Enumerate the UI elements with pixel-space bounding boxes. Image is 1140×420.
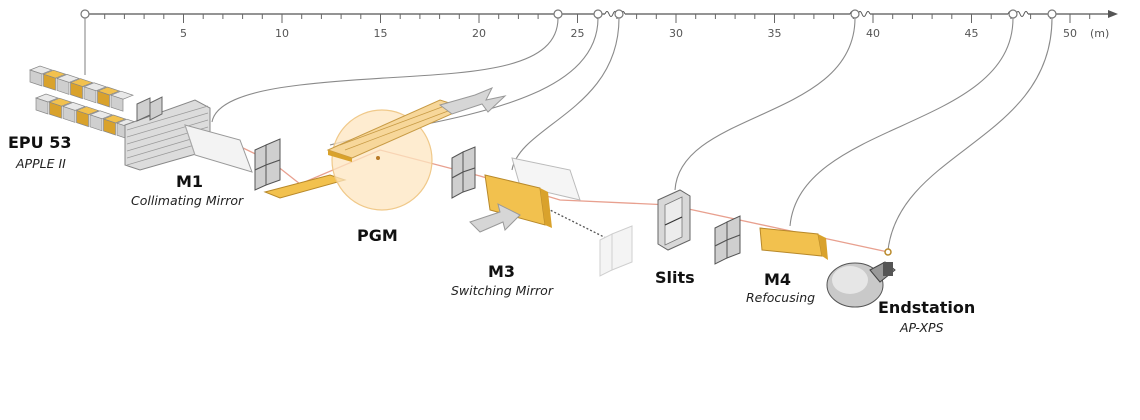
pgm-translation-arrow-icon — [438, 87, 507, 115]
m1-sublabel: Collimating Mirror — [131, 193, 244, 208]
marker-slits — [850, 9, 860, 19]
axis-arrow-icon — [1108, 10, 1118, 18]
epu-magnet-block — [42, 69, 67, 91]
axis-tick-label: 50 — [1063, 27, 1077, 40]
m1-label: M1 — [176, 172, 204, 191]
endstation-label: Endstation — [878, 298, 976, 317]
epu-magnet-block — [61, 102, 87, 123]
slits-assembly — [657, 189, 691, 251]
m3-label: M3 — [488, 262, 516, 281]
axis-tick-label: 30 — [669, 27, 683, 40]
epu-magnet-block — [102, 114, 127, 136]
m1-aperture — [254, 138, 281, 191]
pgm-label: PGM — [357, 226, 398, 245]
m3-sublabel: Switching Mirror — [451, 283, 553, 298]
axis-tick-label: 35 — [768, 27, 782, 40]
wall-brick-line — [126, 119, 209, 145]
marker-m3b — [614, 9, 624, 19]
epu-magnet-block — [55, 74, 81, 95]
marker-epu — [80, 9, 90, 19]
wall-brick-line — [126, 112, 209, 138]
epu-magnet-block — [28, 65, 54, 87]
m3-switch-arrow-icon — [469, 203, 521, 233]
axis-tick-label: 15 — [374, 27, 388, 40]
alt-slits — [599, 225, 633, 277]
pgm-grating — [326, 87, 507, 211]
m1-mirror — [184, 124, 253, 173]
axis-tick-label: 45 — [965, 27, 979, 40]
sample-spot-icon — [884, 248, 892, 256]
epu-magnet-block — [34, 93, 60, 115]
axis-tick-label: 25 — [571, 27, 585, 40]
m4-aperture — [714, 215, 741, 265]
leader-lines — [84, 17, 1053, 251]
slits-label: Slits — [655, 268, 695, 287]
marker-m3 — [593, 9, 603, 19]
m4-label: M4 — [764, 270, 792, 289]
epu-undulator — [28, 65, 141, 140]
m4-mirror — [759, 227, 828, 260]
m3-aperture — [451, 146, 476, 199]
epu-magnet-block — [82, 82, 108, 104]
axis-tick-label: 5 — [180, 27, 187, 40]
epu-magnet-block — [75, 106, 100, 128]
axis-unit: (m) — [1090, 27, 1109, 40]
epu-magnet-block — [88, 110, 114, 132]
marker-m4 — [1008, 9, 1018, 19]
epu-magnet-block — [48, 97, 73, 119]
m3-mirror — [469, 174, 552, 233]
epu-magnet-block — [109, 90, 135, 112]
distance-axis: 5 10 15 20 25 30 35 40 45 50 (m) — [80, 9, 1118, 40]
endstation-chamber — [826, 248, 896, 308]
endstation-sublabel: AP-XPS — [900, 320, 944, 335]
marker-pgm — [553, 9, 563, 19]
marker-endstation — [1047, 9, 1057, 19]
epu-magnet-block — [69, 78, 94, 100]
epu-label: EPU 53 — [8, 133, 72, 152]
wall-brick-line — [126, 105, 209, 131]
epu-sublabel: APPLE II — [16, 156, 66, 171]
axis-tick-label: 10 — [275, 27, 289, 40]
front-aperture — [136, 96, 163, 122]
m4-sublabel: Refocusing — [746, 290, 816, 305]
epu-magnet-block — [96, 86, 121, 108]
axis-tick-label: 40 — [866, 27, 880, 40]
m3-alt-mirror — [511, 157, 581, 201]
axis-tick-label: 20 — [472, 27, 486, 40]
